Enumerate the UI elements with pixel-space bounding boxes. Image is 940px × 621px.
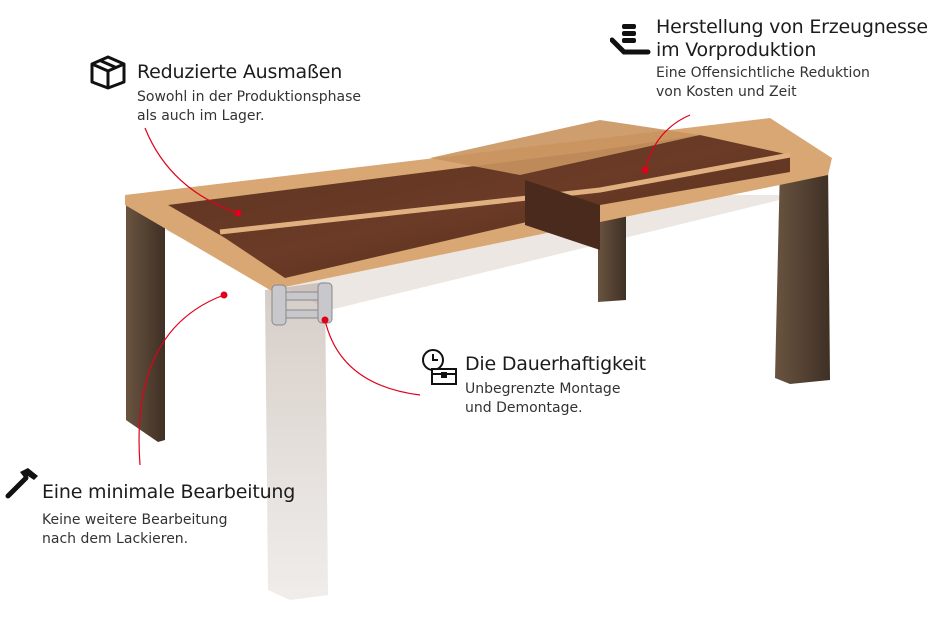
feature-desc-line: nach dem Lackieren. — [42, 531, 189, 547]
box-icon — [90, 55, 126, 90]
feature-title: im Vorproduktion — [656, 39, 817, 61]
feature-desc-line: und Demontage. — [465, 400, 583, 416]
callout-dots — [220, 166, 649, 324]
table-top-plank — [168, 135, 790, 278]
table-leg-back-right — [598, 213, 626, 302]
feature-title: Herstellung von Erzeugnesse — [656, 16, 928, 38]
feature-desc-line: Keine weitere Bearbeitung — [42, 512, 228, 528]
feature-durability: Die Dauerhaftigkeit Unbegrenzte Montage u… — [465, 353, 646, 418]
feature-desc-line: Sowohl in der Produktionsphase — [137, 89, 362, 105]
feature-desc-line: Unbegrenzte Montage — [465, 381, 621, 397]
feature-reduced-dimensions: Reduzierte Ausmaßen Sowohl in der Produk… — [137, 61, 361, 126]
table-leg-left — [126, 200, 165, 442]
inner-block — [525, 180, 600, 250]
table-top-board-strip — [430, 120, 700, 175]
feature-desc-line: von Kosten und Zeit — [656, 84, 797, 100]
feature-title: Eine minimale Bearbeitung — [42, 481, 296, 503]
plank-seam — [219, 152, 791, 235]
table-leg-right — [775, 160, 830, 384]
clock-chest-icon — [422, 349, 457, 385]
feature-minimal-processing: Eine minimale Bearbeitung Keine weitere … — [42, 481, 295, 549]
feature-title: Reduzierte Ausmaßen — [137, 61, 343, 83]
hinge-connector — [271, 282, 333, 326]
hand-coins-icon — [610, 24, 651, 55]
feature-title: Die Dauerhaftigkeit — [465, 353, 646, 375]
callout-lines — [138, 114, 691, 466]
table-leg-front-transparent — [265, 282, 328, 600]
feature-desc-line: Eine Offensichtliche Reduktion — [656, 65, 870, 81]
hammer-icon — [5, 468, 38, 499]
feature-desc-line: als auch im Lager. — [137, 108, 265, 124]
